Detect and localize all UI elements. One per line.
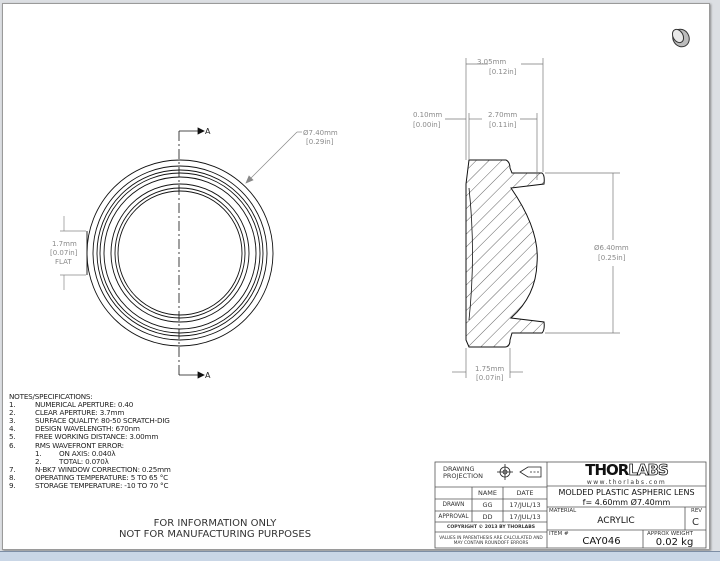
drawn-name: GG xyxy=(482,501,493,509)
note-sub-item: 2. TOTAL: 0.070λ xyxy=(9,456,171,466)
logo-thor: THOR xyxy=(585,461,629,479)
flat-dim-mm: 1.7mm xyxy=(52,240,77,248)
note-number: 1. xyxy=(9,400,16,410)
note-number: 7. xyxy=(9,464,16,474)
od-dim-in: [0.29in] xyxy=(306,138,334,146)
date-header: DATE xyxy=(516,489,534,497)
flat-dim-lines xyxy=(60,216,86,290)
copyright: COPYRIGHT © 2013 BY THORLABS xyxy=(446,524,536,530)
note-text: SURFACE QUALITY: 80-50 SCRATCH-DIG xyxy=(35,416,170,426)
item-number: CAY046 xyxy=(582,536,621,547)
note-item: 3. SURFACE QUALITY: 80-50 SCRATCH-DIG xyxy=(9,417,171,425)
note-text: N-BK7 WINDOW CORRECTION: 0.25mm xyxy=(35,464,171,474)
logo-labs: LABS xyxy=(628,461,669,480)
rev-value: C xyxy=(692,516,699,528)
flange-dim-in: [0.07in] xyxy=(476,374,504,382)
note-text: DESIGN WAVELENGTH: 670nm xyxy=(35,424,140,434)
note-item: 6. RMS WAVEFRONT ERROR: xyxy=(9,440,171,450)
flat-dim-note: FLAT xyxy=(55,258,72,266)
lens-section xyxy=(465,159,545,348)
note-item: 7. N-BK7 WINDOW CORRECTION: 0.25mm xyxy=(9,464,171,474)
note-text: NUMERICAL APERTURE: 0.40 xyxy=(35,400,134,410)
note-text: RMS WAVEFRONT ERROR: xyxy=(35,440,124,450)
note-item: 1. NUMERICAL APERTURE: 0.40 xyxy=(9,400,171,410)
note-number: 8. xyxy=(9,472,16,482)
weight-label: APPROX WEIGHT xyxy=(647,531,694,537)
approval-label: APPROVAL xyxy=(438,513,469,520)
note-number: 1. xyxy=(35,448,42,458)
note-number: 3. xyxy=(9,416,16,426)
flange-dim-mm: 1.75mm xyxy=(475,365,504,373)
note-item: 4. DESIGN WAVELENGTH: 670nm xyxy=(9,425,171,433)
note-sub-item: 1. ON AXIS: 0.040λ xyxy=(9,448,171,458)
disclaimer: FOR INFORMATION ONLY NOT FOR MANUFACTURI… xyxy=(100,518,330,540)
clear-diameter-dim-mm: Ø6.40mm xyxy=(594,244,629,252)
step-dim-mm: 0.10mm xyxy=(413,111,442,119)
disclaimer-line-1: FOR INFORMATION ONLY xyxy=(153,518,277,529)
status-bar xyxy=(0,551,720,561)
notes-specifications: NOTES/SPECIFICATIONS: 1. NUMERICAL APERTU… xyxy=(9,392,171,491)
weight-value: 0.02 kg xyxy=(655,537,694,548)
note-number: 2. xyxy=(9,408,16,418)
note-item: 8. OPERATING TEMPERATURE: 5 TO 65 °C xyxy=(9,472,171,482)
part-title: MOLDED PLASTIC ASPHERIC LENS xyxy=(558,487,695,497)
note-text: FREE WORKING DISTANCE: 3.00mm xyxy=(35,432,159,442)
thickness-dim-in: [0.12in] xyxy=(489,68,517,76)
note-text: ON AXIS: 0.040λ xyxy=(59,448,116,458)
note-text: OPERATING TEMPERATURE: 5 TO 65 °C xyxy=(35,472,168,482)
od-leader xyxy=(245,131,302,184)
thickness-dim-mm: 3.05mm xyxy=(477,58,506,66)
lens-thickness-dim-mm: 2.70mm xyxy=(488,111,517,119)
note-number: 6. xyxy=(9,440,16,450)
drawn-date: 17/JUL/13 xyxy=(509,501,541,509)
front-view xyxy=(86,159,274,347)
note-text: CLEAR APERTURE: 3.7mm xyxy=(35,408,125,418)
lens-thickness-dim-in: [0.11in] xyxy=(489,121,517,129)
od-dim-mm: Ø7.40mm xyxy=(303,129,338,137)
section-dim-lines xyxy=(445,58,620,378)
note-text: TOTAL: 0.070λ xyxy=(59,456,109,466)
item-label: ITEM # xyxy=(549,531,569,537)
notes-title: NOTES/SPECIFICATIONS: xyxy=(9,392,93,401)
clear-diameter-dim-in: [0.25in] xyxy=(598,254,626,262)
material-value: ACRYLIC xyxy=(597,516,635,526)
title-block-grid xyxy=(434,461,707,549)
drawing-projection-label: DRAWING PROJECTION xyxy=(443,465,483,480)
note-text: STORAGE TEMPERATURE: -10 TO 70 °C xyxy=(35,481,169,491)
approval-date: 17/JUL/13 xyxy=(509,512,541,521)
material-label: MATERIAL xyxy=(549,508,577,514)
section-label-top: A xyxy=(205,127,211,136)
note-item: 5. FREE WORKING DISTANCE: 3.00mm xyxy=(9,433,171,441)
step-dim-in: [0.00in] xyxy=(413,121,441,129)
note-number: 2. xyxy=(35,456,42,466)
values-note: VALUES IN PARENTHESIS ARE CALCULATED AND… xyxy=(439,535,543,546)
rev-label: REV xyxy=(691,508,703,514)
drawn-label: DRAWN xyxy=(442,502,465,508)
lens-3d-icon xyxy=(671,28,690,48)
approval-name: DD xyxy=(482,512,493,521)
part-subtitle: f= 4.60mm Ø7.40mm xyxy=(582,497,671,507)
projection-symbol-icon xyxy=(497,464,542,480)
disclaimer-line-2: NOT FOR MANUFACTURING PURPOSES xyxy=(118,529,312,540)
section-label-bottom: A xyxy=(205,371,211,380)
drawing-sheet xyxy=(2,3,710,550)
note-number: 4. xyxy=(9,424,16,434)
note-item: 9. STORAGE TEMPERATURE: -10 TO 70 °C xyxy=(9,481,171,491)
flat-dim-in: [0.07in] xyxy=(50,249,78,257)
note-number: 5. xyxy=(9,432,16,442)
section-line xyxy=(178,127,205,379)
name-header: NAME xyxy=(477,489,498,497)
website: www.thorlabs.com xyxy=(586,478,667,486)
note-item: 2. CLEAR APERTURE: 3.7mm xyxy=(9,409,171,417)
note-number: 9. xyxy=(9,481,16,491)
